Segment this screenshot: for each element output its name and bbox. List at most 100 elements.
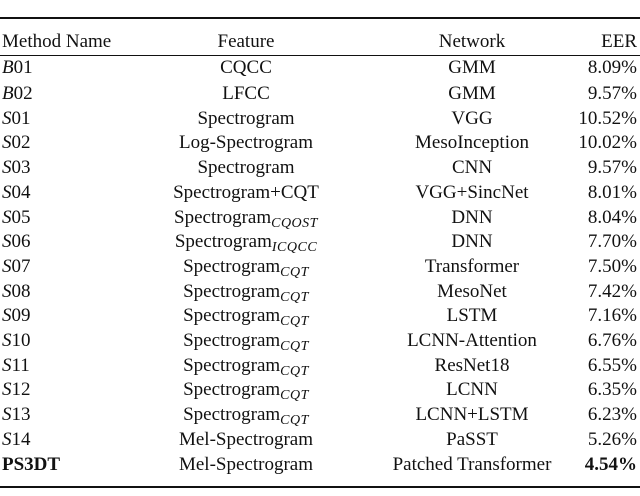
method-number: 08: [11, 280, 31, 302]
eer-cell: 7.50%: [587, 255, 637, 277]
feature-subscript: ICQCC: [271, 240, 318, 256]
network-cell: Transformer: [424, 255, 520, 277]
feature-name: Mel-Spectrogram: [178, 428, 313, 450]
eer-cell: 7.16%: [587, 305, 637, 327]
feature-name: Spectrogram: [197, 157, 295, 179]
feature-name: Spectrogram: [183, 305, 281, 327]
eer-cell: 10.02%: [578, 132, 637, 154]
method-cell: S09: [0, 304, 120, 329]
header-network: Network: [438, 30, 506, 52]
network-cell: LSTM: [446, 305, 498, 327]
header-rule: [0, 55, 640, 56]
feature-name: Spectrogram: [174, 231, 272, 253]
eer-cell: 4.54%: [584, 453, 637, 475]
method-number: 11: [11, 354, 30, 376]
feature-subscript: CQT: [280, 388, 309, 404]
method-prefix: S: [2, 107, 12, 129]
network-cell: CNN: [451, 157, 493, 179]
method-prefix: S: [2, 428, 12, 450]
top-rule: [0, 17, 640, 19]
method-cell: B02: [0, 82, 120, 107]
method-cell: S04: [0, 181, 120, 206]
feature-cell: LFCC: [120, 82, 372, 107]
feature-subscript: CQT: [280, 264, 309, 280]
network-cell: PaSST: [446, 428, 498, 450]
feature-name: LFCC: [222, 83, 270, 104]
eer-cell: 7.70%: [587, 231, 637, 253]
network-cell: DNN: [451, 231, 493, 253]
feature-subscript: CQT: [280, 363, 309, 379]
method-number: 01: [11, 107, 31, 129]
method-number: 09: [11, 305, 31, 327]
feature-cell: SpectrogramCQT: [120, 280, 372, 305]
eer-cell: 9.57%: [587, 157, 637, 179]
method-cell: S14: [0, 428, 120, 453]
network-cell: GMM: [448, 57, 496, 79]
method-prefix: S: [2, 330, 12, 352]
method-prefix: S: [2, 305, 12, 327]
feature-subscript: CQT: [280, 413, 309, 429]
eer-cell: 8.04%: [587, 206, 637, 228]
network-cell: LCNN: [446, 379, 498, 401]
method-prefix: S: [2, 231, 12, 253]
method-prefix: S: [2, 255, 12, 277]
eer-cell: 5.26%: [587, 428, 637, 450]
feature-cell: Log-Spectrogram: [120, 131, 372, 156]
eer-cell: 8.09%: [587, 57, 637, 79]
table-row: S02 Log-Spectrogram MesoInception 10.02%: [0, 131, 640, 156]
feature-name: Spectrogram: [183, 255, 281, 277]
method-cell: S13: [0, 403, 120, 428]
eer-cell: 7.42%: [587, 280, 637, 302]
feature-name: Spectrogram+CQT: [173, 181, 319, 203]
method-number: 01: [13, 57, 33, 79]
method-cell: S02: [0, 131, 120, 156]
feature-cell: CQCC: [120, 55, 372, 82]
method-number: 07: [11, 255, 31, 277]
method-prefix: S: [2, 181, 12, 203]
feature-cell: Spectrogram+CQT: [120, 181, 372, 206]
method-number: 02: [11, 132, 31, 154]
method-cell: S06: [0, 230, 120, 255]
method-cell: S12: [0, 378, 120, 403]
feature-cell: SpectrogramCQOST: [120, 206, 372, 231]
network-cell: GMM: [448, 83, 496, 104]
eer-cell: 6.23%: [587, 404, 637, 426]
method-cell: S11: [0, 354, 120, 379]
feature-subscript: CQT: [280, 339, 309, 355]
method-prefix: B: [2, 83, 14, 104]
method-prefix: S: [2, 379, 12, 401]
network-cell: VGG: [451, 107, 493, 129]
feature-name: Spectrogram: [183, 280, 281, 302]
network-cell: VGG+SincNet: [415, 181, 529, 203]
eer-cell: 9.57%: [587, 83, 637, 104]
table-row: B02 LFCC GMM 9.57%: [0, 82, 640, 107]
header-row: Method Name Feature Network EER: [0, 29, 640, 55]
method-prefix: S: [2, 157, 12, 179]
method-number: 05: [11, 206, 31, 228]
feature-cell: SpectrogramCQT: [120, 304, 372, 329]
network-cell: MesoNet: [437, 280, 507, 302]
feature-cell: Mel-Spectrogram: [120, 428, 372, 453]
method-prefix: B: [2, 57, 14, 79]
header-method: Method Name: [2, 30, 112, 52]
feature-name: Spectrogram: [174, 206, 272, 228]
header-eer: EER: [601, 30, 637, 52]
feature-name: Log-Spectrogram: [178, 132, 313, 154]
feature-name: Spectrogram: [183, 404, 281, 426]
bottom-rule: [0, 486, 640, 488]
method-number: 02: [13, 83, 33, 104]
table-row: B01 CQCC GMM 8.09%: [0, 55, 640, 82]
network-cell: DNN: [451, 206, 493, 228]
feature-cell: SpectrogramICQCC: [120, 230, 372, 255]
feature-subscript: CQT: [280, 314, 309, 330]
network-cell: MesoInception: [415, 132, 529, 154]
feature-cell: SpectrogramCQT: [120, 329, 372, 354]
